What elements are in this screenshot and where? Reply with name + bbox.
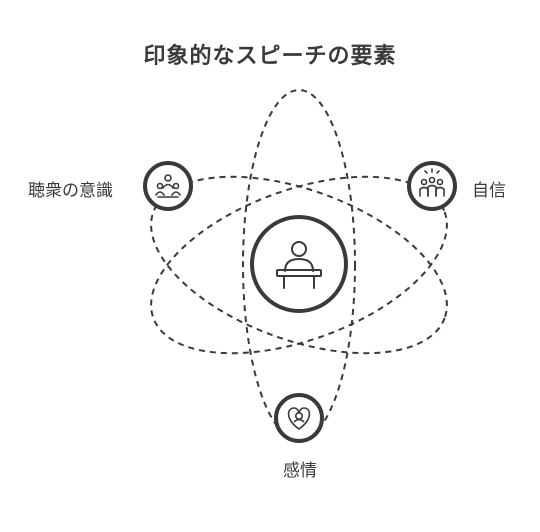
confident-people-icon xyxy=(419,168,445,197)
node-label-emotion: 感情 xyxy=(283,461,317,481)
node-confidence xyxy=(407,161,457,211)
center-node xyxy=(250,215,348,313)
speaker-at-podium-icon xyxy=(276,241,322,289)
orbit-descending xyxy=(150,175,448,355)
orbit-vertical xyxy=(242,89,356,441)
diagram-title: 印象的なスピーチの要素 xyxy=(143,44,397,69)
heart-emotion-icon xyxy=(287,407,311,430)
node-audience xyxy=(143,161,193,211)
node-label-confidence: 自信 xyxy=(472,181,506,201)
node-label-audience: 聴衆の意識 xyxy=(28,181,113,201)
audience-group-icon xyxy=(155,174,181,198)
node-emotion xyxy=(274,393,324,443)
orbit-ascending xyxy=(150,175,448,355)
